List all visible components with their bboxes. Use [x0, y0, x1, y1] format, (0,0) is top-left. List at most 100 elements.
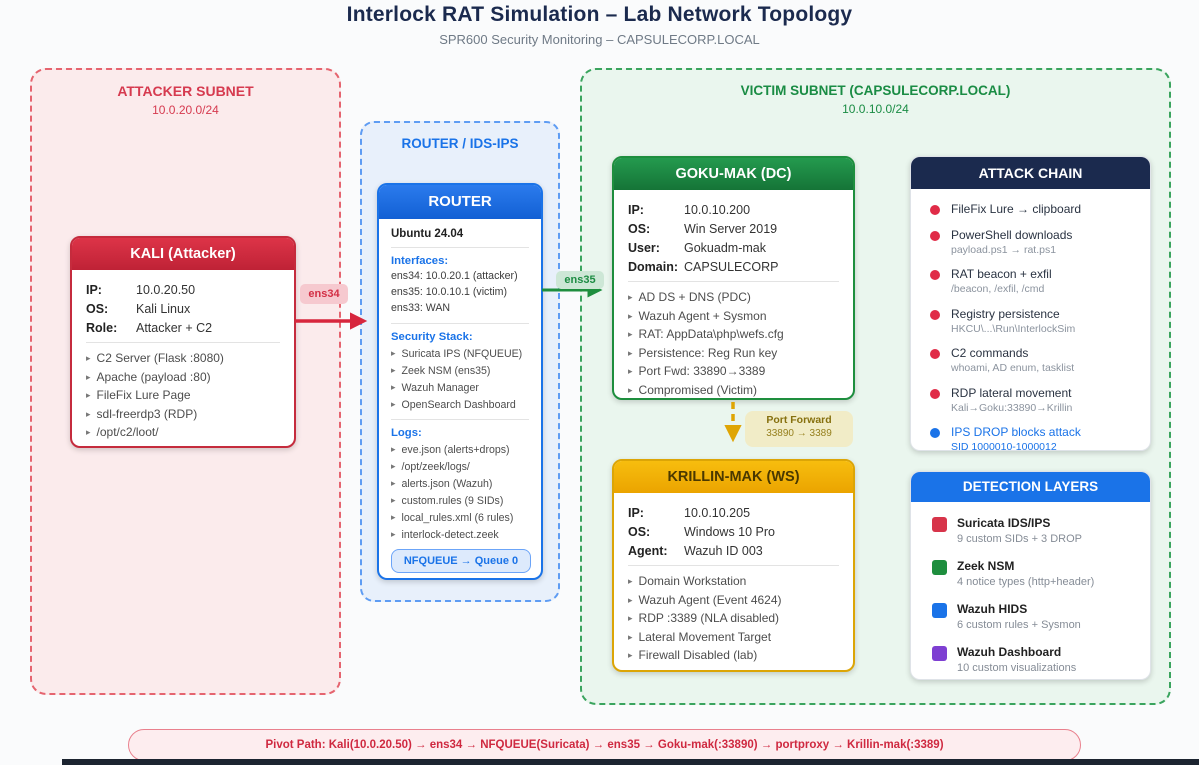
- victim-subnet-title: VICTIM SUBNET (CAPSULECORP.LOCAL): [740, 83, 1011, 98]
- attacker-subnet-title: ATTACKER SUBNET: [117, 83, 254, 99]
- krillin-node-card: KRILLIN-MAK (WS) IP: 10.0.10.205 OS: Win…: [612, 459, 855, 672]
- step-dot-icon: [930, 388, 940, 399]
- triangle-bullet-icon: [628, 292, 633, 302]
- triangle-bullet-icon: [628, 366, 633, 376]
- list-item: Compromised (Victim): [628, 382, 839, 398]
- list-item: Wazuh Agent + Sysmon: [628, 308, 839, 324]
- list-item: Lateral Movement Target: [628, 629, 839, 645]
- goku-domain-row: Domain: CAPSULECORP: [628, 260, 839, 274]
- ens35-link-label: ens35: [556, 271, 604, 289]
- detection-layer: Wazuh Dashboard 10 custom visualizations: [923, 645, 1138, 675]
- kali-node-card: KALI (Attacker) IP: 10.0.20.50 OS: Kali …: [70, 236, 296, 448]
- list-item: C2 Server (Flask :8080): [86, 350, 280, 366]
- krillin-os-row: OS: Windows 10 Pro: [628, 525, 839, 539]
- field-value: Win Server 2019: [684, 222, 778, 236]
- triangle-bullet-icon: [628, 329, 633, 339]
- field-label: IP:: [86, 283, 102, 297]
- list-item: custom.rules (9 SIDs): [391, 493, 529, 508]
- step-dot-icon: [930, 309, 940, 320]
- list-item: RAT: AppData\php\wefs.cfg: [628, 326, 839, 342]
- attack-chain-step: FileFix Lure → clipboard: [923, 202, 1138, 217]
- kali-card-header: KALI (Attacker): [72, 238, 294, 270]
- layer-swatch-icon: [932, 646, 947, 661]
- divider: [86, 342, 280, 343]
- triangle-bullet-icon: [391, 382, 396, 392]
- triangle-bullet-icon: [628, 613, 633, 623]
- router-os: Ubuntu 24.04: [391, 228, 464, 240]
- goku-card-header: GOKU-MAK (DC): [614, 158, 853, 190]
- goku-ip-row: IP: 10.0.10.200: [628, 203, 839, 217]
- krillin-ip-row: IP: 10.0.10.205: [628, 506, 839, 520]
- triangle-bullet-icon: [391, 529, 396, 539]
- detection-layers-header: DETECTION LAYERS: [911, 472, 1150, 502]
- field-label: Agent:: [628, 544, 668, 558]
- triangle-bullet-icon: [628, 650, 633, 660]
- step-dot-icon: [930, 428, 940, 438]
- attack-chain-step: C2 commands whoami, AD enum, tasklist: [923, 346, 1138, 375]
- security-stack-section-title: Security Stack:: [391, 330, 473, 343]
- step-dot-icon: [930, 205, 940, 215]
- interfaces-section-title: Interfaces:: [391, 255, 449, 267]
- list-item: local_rules.xml (6 rules): [391, 510, 529, 525]
- triangle-bullet-icon: [391, 461, 396, 471]
- interface-line: ens35: 10.0.10.1 (victim): [391, 286, 507, 298]
- triangle-bullet-icon: [628, 595, 633, 605]
- triangle-bullet-icon: [391, 512, 396, 522]
- goku-os-row: OS: Win Server 2019: [628, 222, 839, 236]
- field-value: 10.0.20.50: [136, 283, 196, 297]
- divider: [391, 322, 529, 324]
- field-value: Kali Linux: [136, 302, 191, 316]
- interface-line: ens33: WAN: [391, 302, 451, 314]
- triangle-bullet-icon: [628, 385, 633, 395]
- field-label: User:: [628, 241, 660, 255]
- krillin-agent-row: Agent: Wazuh ID 003: [628, 544, 839, 558]
- krillin-card-header: KRILLIN-MAK (WS): [614, 461, 853, 493]
- list-item: sdl-freerdp3 (RDP): [86, 406, 280, 422]
- list-item: Persistence: Reg Run key: [628, 345, 839, 361]
- attack-chain-header: ATTACK CHAIN: [911, 157, 1150, 189]
- triangle-bullet-icon: [628, 311, 633, 321]
- field-label: IP:: [628, 203, 644, 217]
- goku-node-card: GOKU-MAK (DC) IP: 10.0.10.200 OS: Win Se…: [612, 156, 855, 400]
- triangle-bullet-icon: [86, 390, 91, 400]
- page-title: Interlock RAT Simulation – Lab Network T…: [346, 3, 853, 26]
- triangle-bullet-icon: [628, 632, 633, 642]
- ens34-link-label: ens34: [300, 284, 348, 304]
- bottom-window-edge: [62, 759, 1199, 765]
- divider: [628, 565, 839, 566]
- attacker-subnet-cidr: 10.0.20.0/24: [152, 103, 219, 117]
- router-zone-title: ROUTER / IDS-IPS: [401, 136, 519, 151]
- attack-chain-step: PowerShell downloads payload.ps1 → rat.p…: [923, 228, 1138, 257]
- field-value: Wazuh ID 003: [684, 544, 763, 558]
- list-item: Wazuh Agent (Event 4624): [628, 592, 839, 608]
- list-item: Domain Workstation: [628, 573, 839, 589]
- attack-chain-step: RDP lateral movement Kali→Goku:33890→Kri…: [923, 386, 1138, 415]
- detection-layer: Zeek NSM 4 notice types (http+header): [923, 559, 1138, 589]
- list-item: RDP :3389 (NLA disabled): [628, 610, 839, 626]
- step-dot-icon: [930, 349, 940, 359]
- kali-role-row: Role: Attacker + C2: [86, 321, 280, 335]
- step-dot-icon: [930, 270, 940, 280]
- list-item: interlock-detect.zeek: [391, 527, 529, 542]
- list-item: Apache (payload :80): [86, 369, 280, 385]
- list-item: FileFix Lure Page: [86, 387, 280, 403]
- triangle-bullet-icon: [86, 353, 91, 363]
- list-item: /opt/c2/loot/: [86, 424, 280, 440]
- triangle-bullet-icon: [628, 348, 633, 358]
- nfqueue-badge: NFQUEUE → Queue 0: [391, 548, 531, 573]
- field-value: Attacker + C2: [136, 321, 213, 335]
- pivot-path-banner: Pivot Path: Kali(10.0.20.50) → ens34 → N…: [128, 729, 1081, 761]
- field-label: OS:: [86, 302, 109, 316]
- victim-subnet-cidr: 10.0.10.0/24: [842, 102, 909, 116]
- triangle-bullet-icon: [391, 365, 396, 375]
- layer-swatch-icon: [932, 560, 947, 575]
- port-forward-label: Port Forward 33890 → 3389: [745, 411, 853, 447]
- list-item: AD DS + DNS (PDC): [628, 289, 839, 305]
- attack-chain-step: IPS DROP blocks attack SID 1000010-10000…: [923, 425, 1138, 450]
- list-item: Firewall Disabled (lab): [628, 647, 839, 663]
- interface-line: ens34: 10.0.20.1 (attacker): [391, 270, 518, 282]
- field-label: OS:: [628, 525, 651, 539]
- list-item: eve.json (alerts+drops): [391, 442, 529, 457]
- field-value: 10.0.10.200: [684, 203, 751, 217]
- list-item: alerts.json (Wazuh): [391, 476, 529, 491]
